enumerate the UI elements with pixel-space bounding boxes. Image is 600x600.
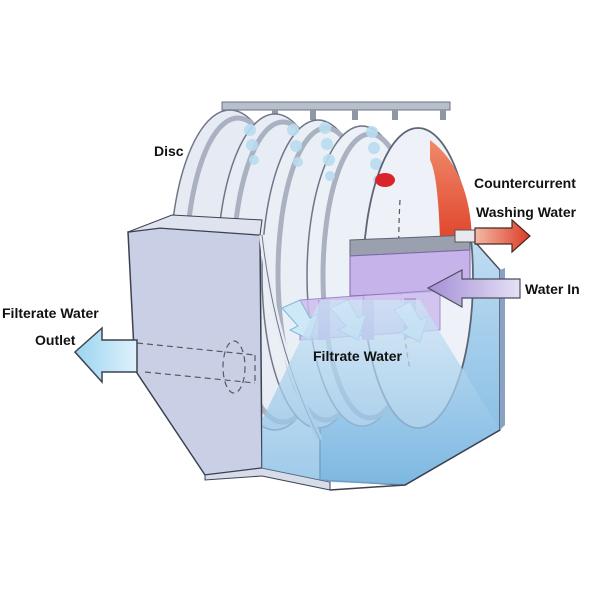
red-nozzle [375,173,395,187]
label-water-in: Water In [525,281,580,297]
water-in-arrow [426,269,521,309]
outlet-housing [127,214,501,491]
label-filterate-water: Filterate Water [2,305,99,321]
red-wash-chamber [430,140,472,240]
label-outlet: Outlet [35,332,76,348]
label-filtrate-water: Filtrate Water [313,348,402,364]
label-disc: Disc [154,143,184,159]
hidden-outlet-pipe [136,340,256,394]
top-rail [221,101,451,120]
label-washing-water: Washing Water [476,204,577,220]
outlet-arrow [73,326,138,384]
label-countercurrent: Countercurrent [474,175,576,191]
washing-water-arrow [454,218,531,254]
